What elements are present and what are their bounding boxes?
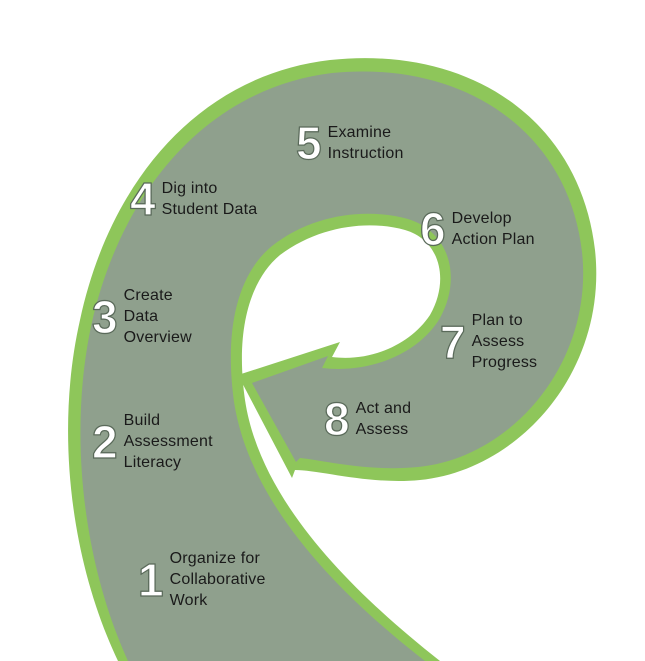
step-2-line-3: Literacy <box>123 454 182 471</box>
step-5-line-2: Instruction <box>327 145 404 162</box>
step-6-line-2: Action Plan <box>451 231 535 248</box>
step-2-label: Build Assessment Literacy <box>124 410 213 473</box>
step-2-line-1: Build <box>123 412 161 429</box>
step-2-line-2: Assessment <box>123 433 213 450</box>
step-7-label: Plan to Assess Progress <box>472 310 538 373</box>
step-5: 5 Examine Instruction <box>295 117 404 169</box>
step-7-line-2: Assess <box>471 333 525 350</box>
step-7: 7 Plan to Assess Progress <box>439 310 538 373</box>
step-8-line-1: Act and <box>355 400 412 417</box>
step-4-label: Dig into Student Data <box>162 178 258 220</box>
step-1-line-3: Work <box>169 592 208 609</box>
step-4: 4 Dig into Student Data <box>129 173 258 225</box>
step-6-label: Develop Action Plan <box>452 208 535 250</box>
step-8-line-2: Assess <box>355 421 409 438</box>
spiral-body <box>80 71 584 661</box>
step-5-number: 5 <box>295 117 322 169</box>
step-1: 1 Organize for Collaborative Work <box>137 548 266 611</box>
step-1-label: Organize for Collaborative Work <box>170 548 266 611</box>
step-8-number: 8 <box>323 393 350 445</box>
step-6: 6 Develop Action Plan <box>419 203 535 255</box>
step-8-label: Act and Assess <box>356 398 412 440</box>
step-3: 3 Create Data Overview <box>91 285 192 348</box>
step-1-line-2: Collaborative <box>169 571 266 588</box>
step-7-number: 7 <box>439 315 466 368</box>
step-4-line-1: Dig into <box>161 180 218 197</box>
step-8: 8 Act and Assess <box>323 393 412 445</box>
step-2-number: 2 <box>91 415 118 468</box>
step-5-line-1: Examine <box>327 124 392 141</box>
step-3-line-3: Overview <box>123 329 192 346</box>
step-3-line-2: Data <box>123 308 159 325</box>
step-1-line-1: Organize for <box>169 550 261 567</box>
step-1-number: 1 <box>137 553 164 606</box>
step-7-line-1: Plan to <box>471 312 523 329</box>
step-7-line-3: Progress <box>471 354 538 371</box>
step-4-number: 4 <box>129 173 156 225</box>
step-2: 2 Build Assessment Literacy <box>91 410 213 473</box>
step-4-line-2: Student Data <box>161 201 258 218</box>
step-6-number: 6 <box>419 203 446 255</box>
step-3-number: 3 <box>91 290 118 343</box>
step-6-line-1: Develop <box>451 210 512 227</box>
step-3-line-1: Create <box>123 287 173 304</box>
step-3-label: Create Data Overview <box>124 285 192 348</box>
step-5-label: Examine Instruction <box>328 122 404 164</box>
